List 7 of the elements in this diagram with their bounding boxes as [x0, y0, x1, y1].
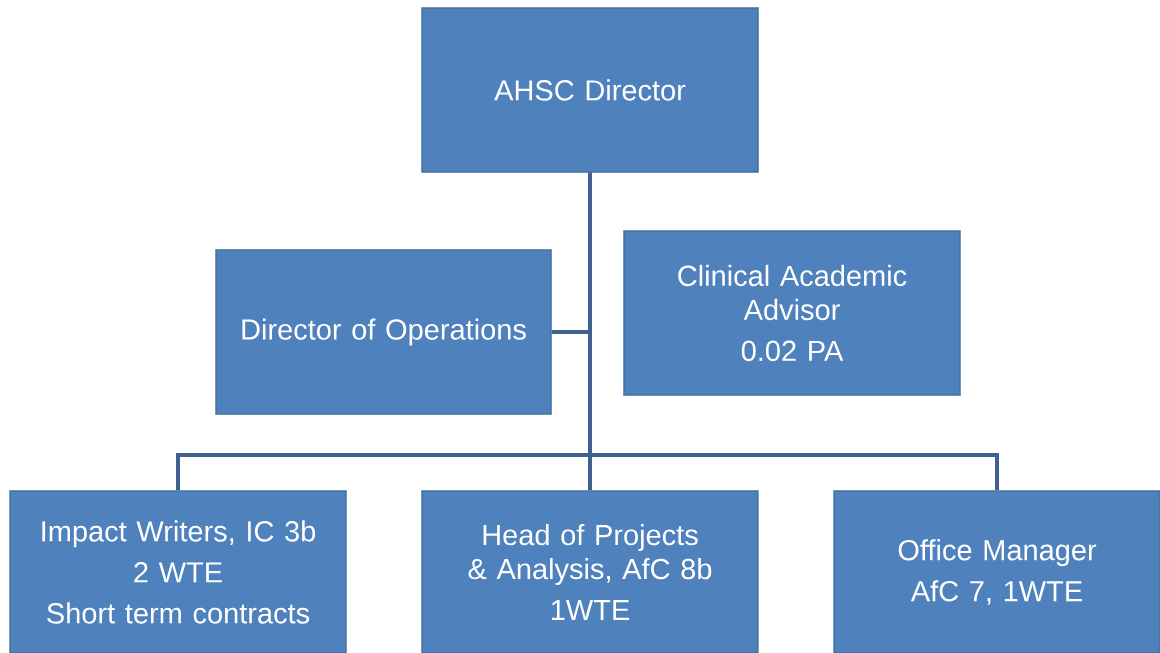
org-box: Director of Operations	[215, 249, 552, 415]
org-box: Clinical Academic Advisor 0.02 PA	[623, 230, 961, 396]
connector-line	[588, 172, 999, 491]
org-box: AHSC Director	[421, 7, 759, 173]
org-box: Head of Projects & Analysis, AfC 8b 1WTE	[421, 490, 759, 653]
org-box: Office Manager AfC 7, 1WTE	[833, 490, 1160, 653]
org-box: Impact Writers, IC 3b 2 WTE Short term contracts	[9, 490, 347, 653]
